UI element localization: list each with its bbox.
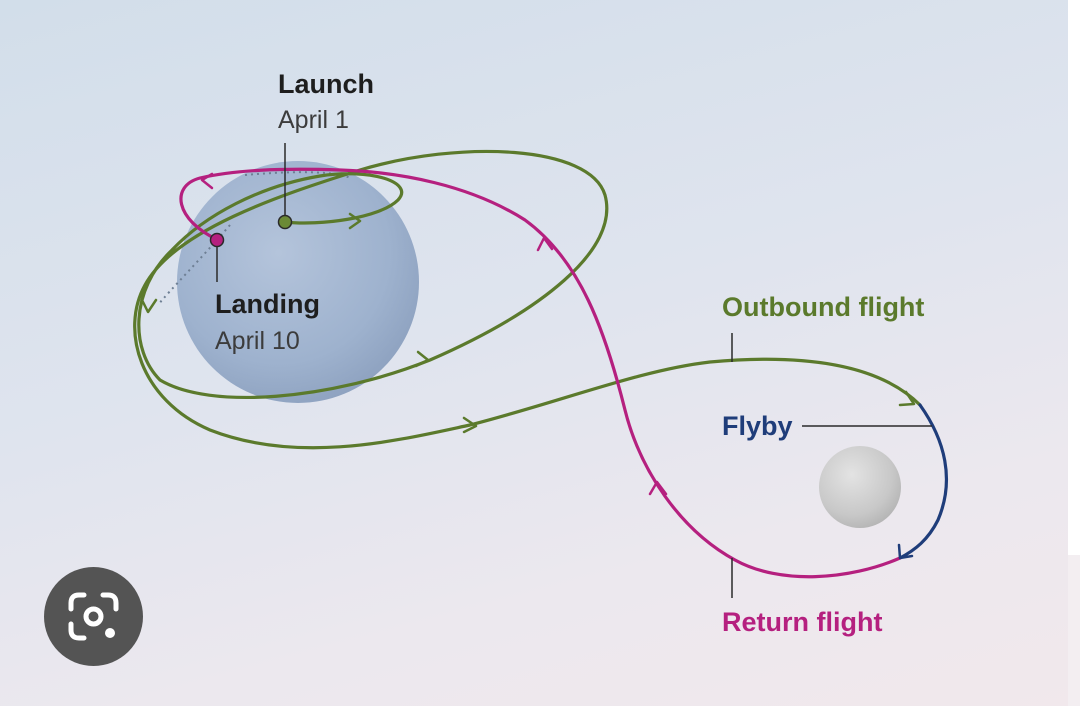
screen-edge-strip-lower: [1068, 555, 1080, 706]
return-flight-path: [179, 167, 902, 579]
outbound-arrow-2: [414, 350, 430, 368]
earth: [177, 161, 419, 403]
outbound-arrow-4: [140, 298, 158, 314]
return-arrow-1: [648, 480, 668, 496]
flyby-label: Flyby: [722, 411, 793, 441]
outbound-arrow-1: [348, 212, 362, 230]
return-arrow-3: [200, 172, 214, 190]
launch-point: [277, 214, 293, 230]
flyby-arrow: [897, 543, 914, 560]
screen-edge-strip: [1068, 0, 1080, 555]
landing-title: Landing: [215, 289, 320, 319]
moon: [819, 446, 901, 528]
landing-point: [209, 232, 225, 248]
return-arrow-2: [536, 236, 554, 252]
outbound-flight-label: Outbound flight: [722, 292, 925, 322]
return-flight-label: Return flight: [722, 607, 883, 637]
outbound-arrow-5: [898, 390, 916, 407]
launch-title: Launch: [278, 69, 375, 99]
outbound-arrow-3: [462, 416, 478, 434]
flyby-path: [898, 403, 949, 560]
outbound-flight-path: [133, 149, 922, 450]
google-lens-button[interactable]: [44, 567, 143, 666]
landing-date: April 10: [215, 327, 300, 355]
launch-date: April 1: [278, 106, 349, 134]
google-lens-icon: [68, 592, 119, 641]
